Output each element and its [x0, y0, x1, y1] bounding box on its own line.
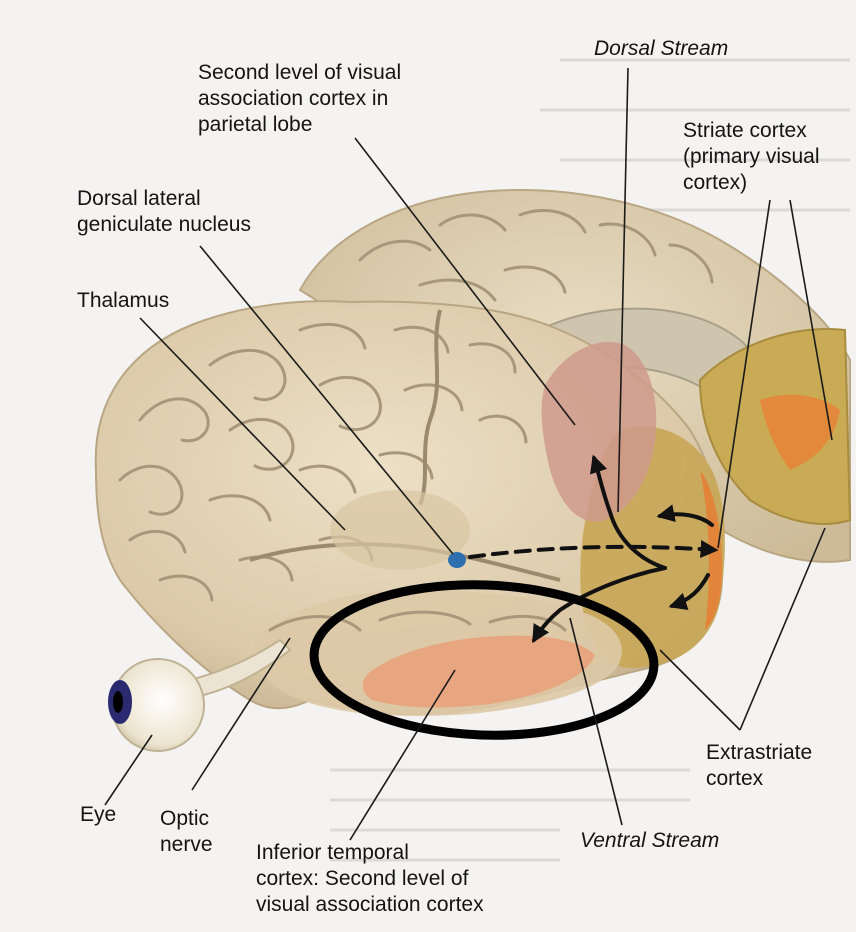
leader-eye	[105, 735, 152, 805]
label-optic-nerve: Optic nerve	[160, 806, 213, 858]
label-extrastriate-cortex: Extrastriate cortex	[706, 740, 812, 792]
label-thalamus: Thalamus	[77, 288, 169, 314]
leader-extrastriate-2	[740, 528, 825, 730]
label-ventral-stream: Ventral Stream	[580, 828, 719, 854]
eyeball	[108, 659, 204, 751]
lgn-dot	[448, 552, 466, 568]
label-dorsal-lgn: Dorsal lateral geniculate nucleus	[77, 186, 251, 238]
label-dorsal-stream: Dorsal Stream	[594, 36, 728, 62]
label-striate-cortex: Striate cortex (primary visual cortex)	[683, 118, 855, 196]
label-second-level-parietal: Second level of visual association corte…	[198, 60, 401, 138]
label-inferior-temporal: Inferior temporal cortex: Second level o…	[256, 840, 484, 918]
label-eye: Eye	[80, 802, 116, 828]
leader-extrastriate-1	[660, 650, 740, 730]
